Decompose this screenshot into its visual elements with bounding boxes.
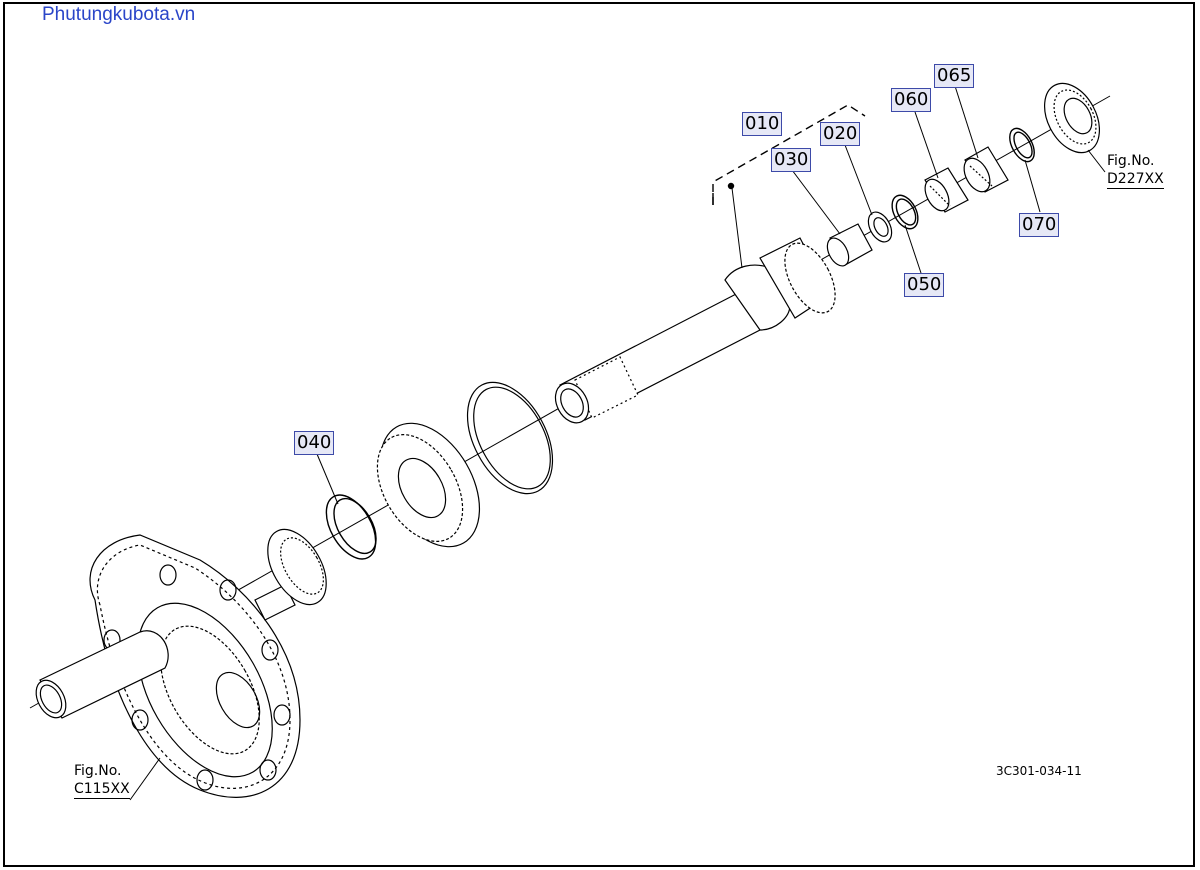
assembly-bracket [712,104,866,205]
part-label-070[interactable]: 070 [1019,213,1060,237]
main-shaft-010 [554,237,836,424]
ring-050 [891,194,919,230]
collar-020 [867,211,893,243]
part-label-050[interactable]: 050 [904,273,945,297]
fig-ref-d227xx: Fig.No. D227XX [1107,152,1164,189]
drawing-number: 3C301-034-11 [996,764,1082,778]
fig-ref-line1: Fig.No. [1107,153,1155,169]
ring-070 [1009,127,1035,163]
fig-ref-line2: C115XX [74,781,130,799]
housing-assembly [35,534,301,798]
ball-bearing [376,422,481,548]
part-label-020[interactable]: 020 [820,122,861,146]
needle-bearing-065 [963,146,1009,193]
leader-lines [129,85,1106,801]
retaining-ring [466,381,554,495]
part-label-040[interactable]: 040 [294,431,335,455]
part-label-065[interactable]: 065 [934,64,975,88]
needle-bearing-060 [924,167,969,213]
fig-ref-line1: Fig.No. [74,763,122,779]
bush-030 [826,223,873,267]
part-label-010[interactable]: 010 [742,112,783,136]
ring-gear [1043,82,1101,154]
drawing-border [3,2,1195,867]
oil-seal [267,528,327,606]
snap-ring-040 [325,494,377,560]
part-label-060[interactable]: 060 [891,88,932,112]
part-label-030[interactable]: 030 [771,148,812,172]
fig-ref-line2: D227XX [1107,171,1164,189]
fig-ref-c115xx: Fig.No. C115XX [74,762,130,799]
watermark-text: Phutungkubota.vn [42,4,196,25]
